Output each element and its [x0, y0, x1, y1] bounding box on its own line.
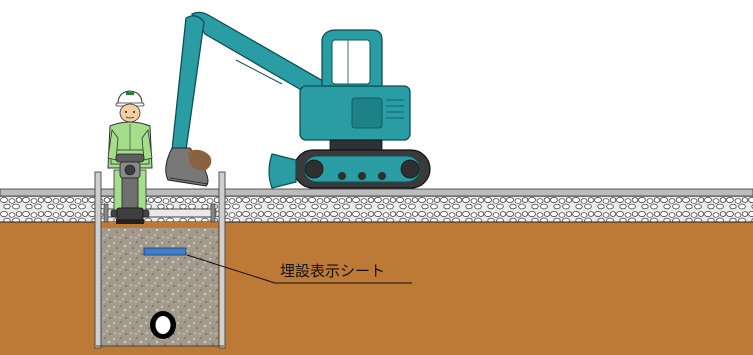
excavator-icon [165, 11, 431, 189]
trench [94, 171, 226, 349]
marker-sheet-callout: 埋設表示シート [186, 254, 412, 284]
buried-marker-sheet [143, 247, 187, 256]
buried-pipe-icon [150, 311, 176, 339]
callout-leader-line [186, 254, 276, 284]
sheet-pile-right [218, 171, 226, 349]
plate-compactor-icon [115, 153, 145, 224]
sheet-pile-left [94, 171, 102, 349]
callout-label: 埋設表示シート [280, 263, 385, 280]
excavator-cab-window [331, 39, 371, 85]
